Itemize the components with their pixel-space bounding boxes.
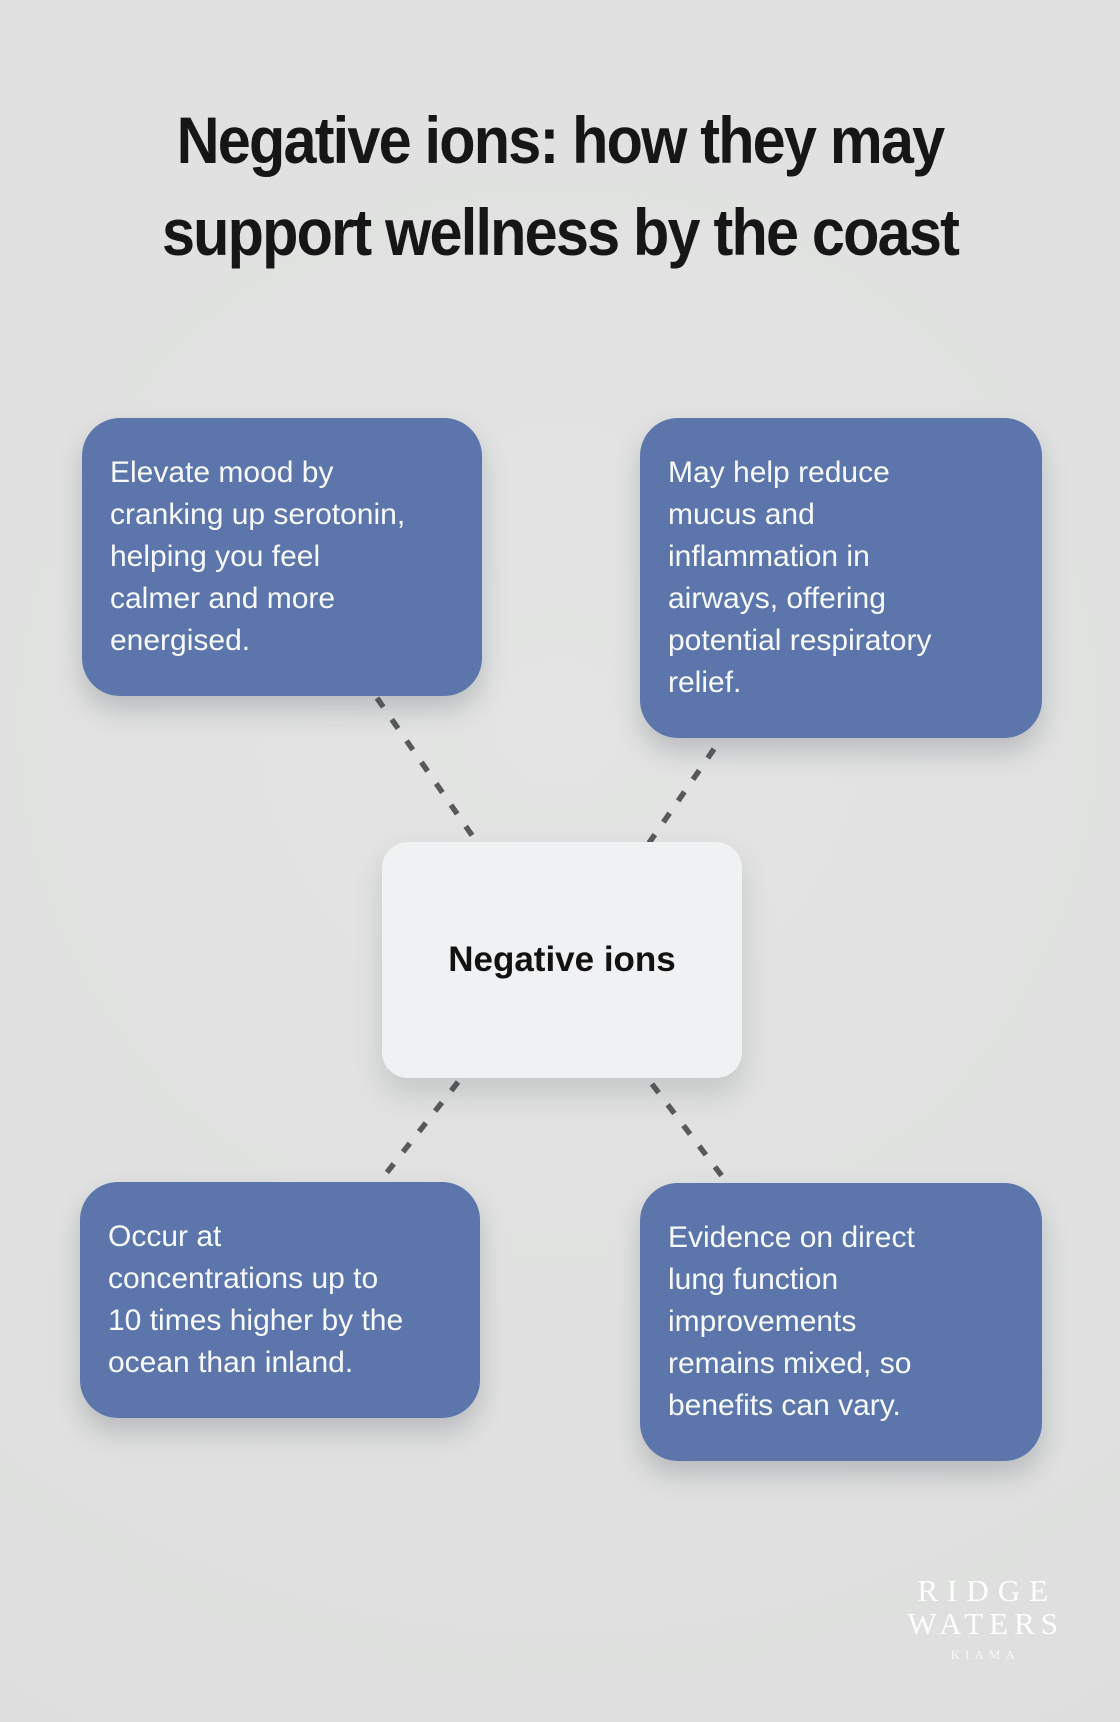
benefit-card-respiratory: May help reduce mucus and inflammation i… — [640, 418, 1042, 738]
brand-logo: RIDGE WATERS KIAMA — [901, 1574, 1064, 1662]
central-topic-card: Negative ions — [382, 842, 742, 1078]
page-title: Negative ions: how they may support well… — [161, 103, 960, 269]
caveat-card-evidence: Evidence on direct lung function improve… — [640, 1183, 1042, 1461]
fact-card-concentration: Occur at concentrations up to 10 times h… — [80, 1182, 480, 1418]
benefit-card-mood: Elevate mood by cranking up serotonin, h… — [82, 418, 482, 696]
central-topic-label: Negative ions — [448, 940, 676, 979]
brand-logo-kiama: KIAMA — [950, 1647, 1020, 1662]
connector-top-left — [374, 696, 481, 846]
connector-bottom-right — [649, 1082, 731, 1186]
brand-logo-ridge: RIDGE — [917, 1573, 1058, 1608]
connector-bottom-left — [378, 1080, 461, 1182]
connector-top-right — [646, 747, 717, 845]
brand-logo-waters: WATERS — [907, 1606, 1064, 1641]
